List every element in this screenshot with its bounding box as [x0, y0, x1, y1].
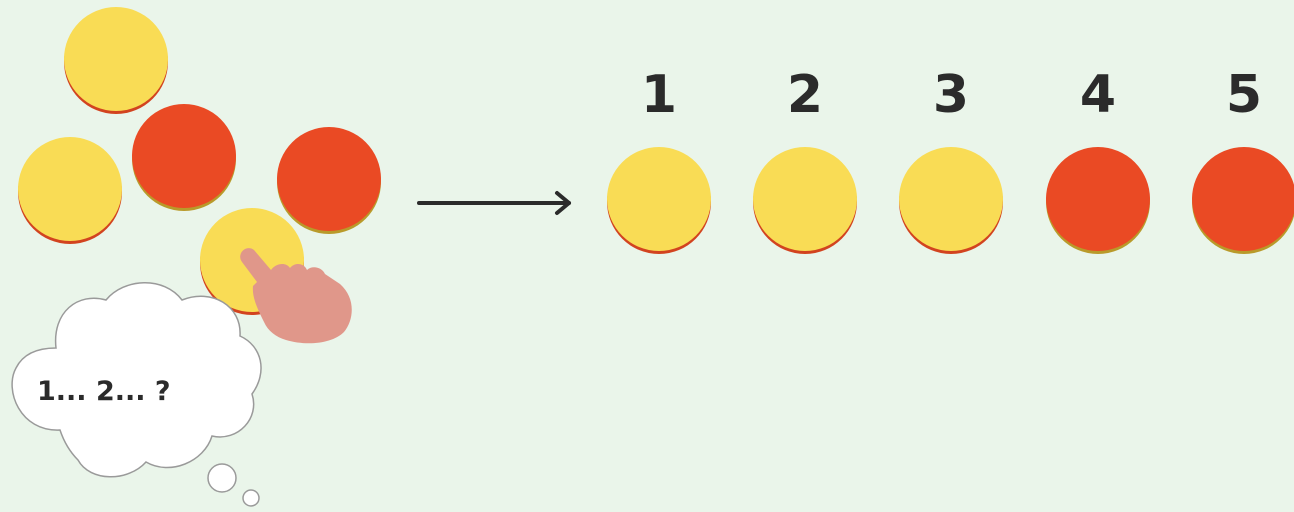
row-counter-4 — [1046, 147, 1150, 254]
row-number-label-3: 3 — [933, 65, 969, 125]
arrow-right-icon — [417, 191, 571, 215]
thought-bubble-text: 1... 2... ? — [37, 376, 171, 407]
scattered-counter-3 — [18, 137, 122, 244]
row-number-label-1: 1 — [641, 65, 677, 125]
row-number-label-2: 2 — [787, 65, 823, 125]
row-counter-5 — [1192, 147, 1294, 254]
thought-cloud-shape — [11, 282, 262, 478]
pointing-hand-icon — [240, 248, 352, 344]
scattered-counters — [18, 7, 381, 315]
row-counter-1 — [607, 147, 711, 254]
row-counter-2 — [753, 147, 857, 254]
scattered-counter-4 — [277, 127, 381, 234]
thought-bubble-dot-large — [207, 463, 237, 493]
scattered-counter-2 — [132, 104, 236, 211]
row-counter-3 — [899, 147, 1003, 254]
scattered-counter-1 — [64, 7, 168, 114]
row-number-label-5: 5 — [1226, 65, 1262, 125]
thought-bubble-dot-small — [242, 489, 260, 507]
row-number-label-4: 4 — [1080, 65, 1116, 125]
counted-row: 1 2 3 4 5 — [607, 65, 1294, 254]
thought-bubble: 1... 2... ? — [11, 282, 262, 507]
